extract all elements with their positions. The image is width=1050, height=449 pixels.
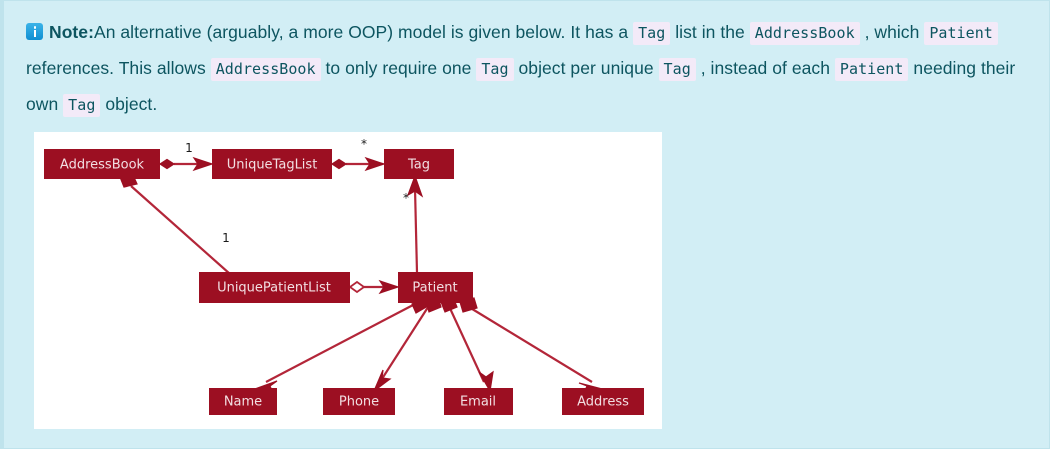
uml-class-tag[interactable]: Tag [384,149,454,179]
multiplicity-ab-upl: 1 [222,231,230,245]
uml-diagram-panel: 1 * 1 [34,132,662,429]
uml-class-label-email: Email [460,395,496,410]
uml-class-email[interactable]: Email [444,388,513,415]
info-icon [26,23,43,40]
inline-code-token: AddressBook [210,58,321,81]
note-text-run: list in the [675,22,750,42]
note-label: Note: [49,22,94,42]
uml-class-label-tag: Tag [407,158,430,173]
edge-patient-phone [372,296,442,393]
uml-class-patient[interactable]: Patient [398,272,473,303]
note-rich-text: An alternative (arguably, a more OOP) mo… [26,22,1016,117]
edge-patient-email [440,296,494,393]
uml-class-label-name: Name [224,395,262,410]
inline-code-token: Tag [658,58,696,81]
inline-code-token: AddressBook [749,22,860,45]
edge-addressbook-uniquepatientlist: 1 [119,174,242,286]
inline-code-token: Tag [633,22,671,45]
uml-class-label-uniquepatientlist: UniquePatientList [217,281,331,296]
inline-code-token: Patient [924,22,998,45]
uml-class-uniquetaglist[interactable]: UniqueTagList [212,149,332,179]
edge-patient-name [252,296,429,394]
uml-class-label-uniquetaglist: UniqueTagList [227,158,318,173]
note-text-run: to only require one [325,58,477,78]
multiplicity-ab-utl: 1 [185,141,193,155]
uml-diagram-svg: 1 * 1 [44,137,644,415]
uml-class-label-address: Address [577,395,629,410]
note-text-run: needing their own [26,58,1016,114]
uml-class-address[interactable]: Address [562,388,644,415]
uml-class-label-addressbook: AddressBook [60,158,145,173]
note-text-run: An alternative (arguably, a more OOP) mo… [93,22,634,42]
inline-code-token: Tag [63,94,101,117]
uml-class-phone[interactable]: Phone [323,388,395,415]
edge-uniquetaglist-tag: * [330,137,386,172]
edge-patient-tag: * [403,174,424,274]
note-text-run: , instead of each [700,58,835,78]
edge-addressbook-uniquetaglist: 1 [158,141,214,172]
uml-class-label-patient: Patient [412,281,457,296]
note-text-body: Note:An alternative (arguably, a more OO… [26,15,1031,123]
edge-uniquepatientlist-patient [348,279,400,295]
multiplicity-patient-tag: * [403,191,409,205]
note-text-run: object per unique [518,58,659,78]
uml-class-addressbook[interactable]: AddressBook [44,149,160,179]
uml-class-label-phone: Phone [339,395,379,410]
note-text-run: references. This allows [26,58,211,78]
multiplicity-utl-tag: * [361,137,367,151]
uml-class-name[interactable]: Name [209,388,277,415]
inline-code-token: Patient [834,58,909,81]
uml-class-uniquepatientlist[interactable]: UniquePatientList [199,272,350,303]
note-text-run: object. [105,94,158,114]
inline-code-token: Tag [476,58,514,81]
note-text-run: , which [864,22,925,42]
